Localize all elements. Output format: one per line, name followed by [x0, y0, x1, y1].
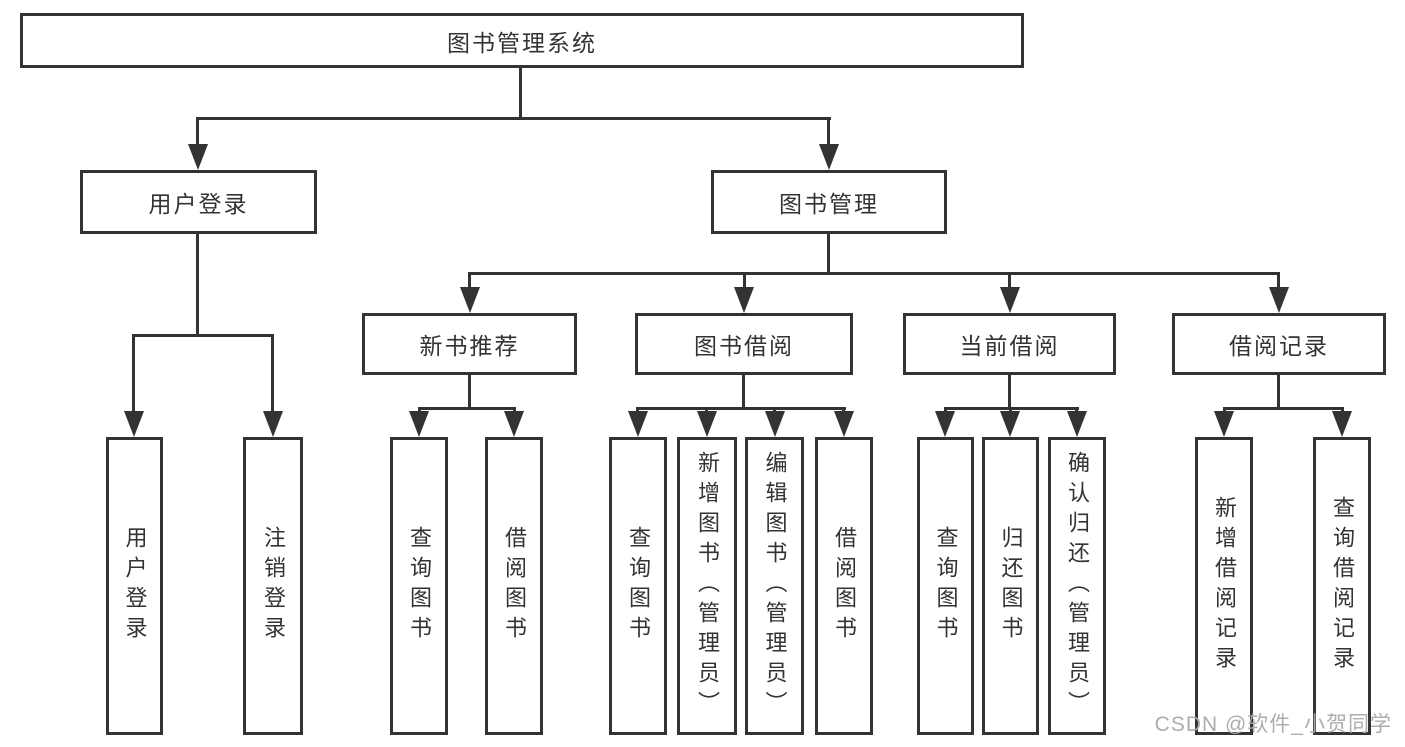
- leaf-edit-book-admin: 编辑图书（管理员）: [745, 437, 804, 735]
- leaf-query-borrow-record: 查询借阅记录: [1313, 437, 1371, 735]
- node-book-management: 图书管理: [711, 170, 947, 234]
- node-book-borrow: 图书借阅: [635, 313, 853, 375]
- leaf-label: 归还图书: [998, 526, 1024, 646]
- arrowhead-down: [188, 144, 208, 170]
- leaf-label: 查询图书: [933, 526, 959, 646]
- arrowhead-down: [409, 411, 429, 437]
- node-user-login: 用户登录: [80, 170, 317, 234]
- connector-line: [468, 375, 471, 410]
- connector-line: [1277, 375, 1280, 410]
- connector-line: [827, 117, 830, 149]
- connector-line: [132, 334, 274, 337]
- node-label: 图书管理系统: [447, 29, 597, 56]
- leaf-label: 编辑图书（管理员）: [762, 451, 788, 721]
- arrowhead-down: [935, 411, 955, 437]
- csdn-watermark: CSDN @软件_小贺同学: [1154, 713, 1392, 736]
- leaf-label: 借阅图书: [832, 526, 857, 646]
- arrowhead-down: [1067, 411, 1087, 437]
- leaf-label: 查询图书: [407, 526, 432, 646]
- node-root: 图书管理系统: [20, 13, 1024, 68]
- arrowhead-down: [1332, 411, 1352, 437]
- arrowhead-down: [628, 411, 648, 437]
- connector-line: [132, 334, 135, 414]
- connector-line: [1008, 375, 1011, 410]
- arrowhead-down: [263, 411, 283, 437]
- connector-line: [468, 272, 471, 290]
- leaf-query-book-current: 查询图书: [917, 437, 974, 735]
- connector-line: [827, 233, 830, 275]
- leaf-add-borrow-record: 新增借阅记录: [1195, 437, 1253, 735]
- arrowhead-down: [734, 287, 754, 313]
- leaf-logout: 注销登录: [243, 437, 303, 735]
- leaf-add-book-admin: 新增图书（管理员）: [677, 437, 737, 735]
- connector-line: [742, 375, 745, 410]
- arrowhead-down: [1214, 411, 1234, 437]
- arrowhead-down: [819, 144, 839, 170]
- connector-line: [1223, 407, 1344, 410]
- node-label: 新书推荐: [419, 333, 520, 359]
- leaf-label: 查询借阅记录: [1330, 496, 1355, 676]
- leaf-return-book: 归还图书: [982, 437, 1039, 735]
- arrowhead-down: [697, 411, 717, 437]
- arrowhead-down: [124, 411, 144, 437]
- node-current-borrow: 当前借阅: [903, 313, 1116, 375]
- leaf-label: 新增借阅记录: [1212, 496, 1237, 676]
- connector-line: [196, 117, 199, 149]
- arrowhead-down: [504, 411, 524, 437]
- connector-line: [1008, 272, 1011, 290]
- arrowhead-down: [765, 411, 785, 437]
- arrowhead-down: [1000, 411, 1020, 437]
- connector-line: [418, 407, 516, 410]
- node-label: 图书管理: [779, 191, 879, 217]
- connector-line: [637, 407, 846, 410]
- arrowhead-down: [834, 411, 854, 437]
- node-new-book-recommend: 新书推荐: [362, 313, 577, 375]
- connector-line: [519, 68, 522, 120]
- leaf-label: 借阅图书: [502, 526, 527, 646]
- node-label: 借阅记录: [1229, 333, 1329, 359]
- connector-line: [743, 272, 746, 290]
- connector-line: [1277, 272, 1280, 290]
- node-label: 当前借阅: [959, 333, 1060, 359]
- leaf-query-book-recommend: 查询图书: [390, 437, 448, 735]
- node-label: 图书借阅: [694, 333, 794, 359]
- connector-line: [271, 334, 274, 414]
- arrowhead-down: [460, 287, 480, 313]
- connector-line: [196, 117, 831, 120]
- connector-line: [196, 233, 199, 337]
- leaf-label: 查询图书: [626, 526, 651, 646]
- leaf-confirm-return-admin: 确认归还（管理员）: [1048, 437, 1106, 735]
- arrowhead-down: [1000, 287, 1020, 313]
- leaf-label: 新增图书（管理员）: [695, 451, 720, 721]
- leaf-borrow-book-recommend: 借阅图书: [485, 437, 543, 735]
- connector-line: [468, 272, 1280, 275]
- leaf-label: 用户登录: [122, 526, 148, 646]
- node-label: 用户登录: [148, 191, 249, 217]
- arrowhead-down: [1269, 287, 1289, 313]
- leaf-label: 注销登录: [261, 526, 286, 646]
- node-borrow-record: 借阅记录: [1172, 313, 1386, 375]
- leaf-label: 确认归还（管理员）: [1065, 451, 1090, 721]
- leaf-user-login: 用户登录: [106, 437, 163, 735]
- leaf-borrow-book: 借阅图书: [815, 437, 873, 735]
- leaf-query-book-borrow: 查询图书: [609, 437, 667, 735]
